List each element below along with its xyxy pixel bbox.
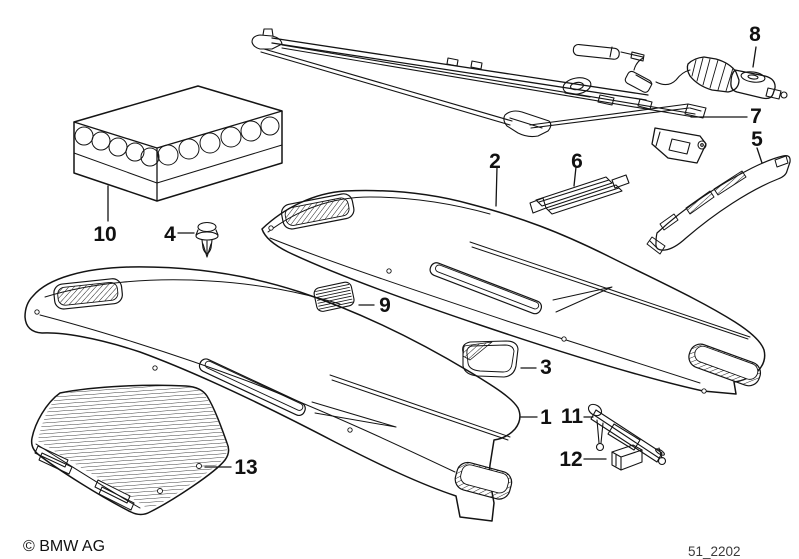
part-13-ribbed-cover	[30, 384, 230, 516]
part-9-vent-grille	[313, 281, 355, 312]
copyright-text: © BMW AG	[23, 538, 105, 555]
leader-line-part-8	[752, 46, 757, 68]
label-part-11[interactable]: 11	[561, 405, 584, 428]
leader-line-part-2	[495, 166, 498, 207]
part-4-expanding-rivet	[195, 221, 219, 258]
belt-slot-right	[688, 343, 762, 387]
part-11-mounting-bracket	[587, 403, 667, 466]
part-12-retaining-clip	[611, 444, 643, 471]
speaker-cutout-right	[454, 461, 513, 500]
label-part-5[interactable]: 5	[751, 128, 763, 151]
part-8-drive-unit	[572, 43, 788, 100]
speaker-cutout-left	[53, 278, 123, 310]
label-part-4[interactable]: 4	[164, 223, 176, 246]
leader-line-part-5	[756, 147, 763, 164]
label-part-6[interactable]: 6	[571, 150, 583, 173]
label-part-8[interactable]: 8	[749, 23, 761, 46]
part-3-cover-cap	[462, 340, 519, 378]
leader-line-part-6	[573, 166, 577, 187]
part-5-side-rail	[646, 155, 791, 255]
diagram-code: 51_2202	[688, 544, 741, 559]
speaker-cutout-left	[280, 193, 355, 230]
label-part-1[interactable]: 1	[540, 406, 552, 429]
label-part-9[interactable]: 9	[379, 294, 391, 317]
label-part-3[interactable]: 3	[540, 356, 552, 379]
label-part-7[interactable]: 7	[750, 105, 762, 128]
part-2-rear-shelf-upper	[261, 189, 766, 395]
label-part-2[interactable]: 2	[489, 150, 501, 173]
label-part-13[interactable]: 13	[234, 456, 257, 479]
part-7-sun-blind-frame	[251, 28, 707, 164]
part-1-rear-shelf-lower	[24, 266, 521, 522]
part-6-guide-bracket	[529, 174, 630, 215]
label-part-10[interactable]: 10	[93, 223, 116, 246]
part-10-packing-box	[73, 85, 283, 202]
label-part-12[interactable]: 12	[559, 448, 582, 471]
